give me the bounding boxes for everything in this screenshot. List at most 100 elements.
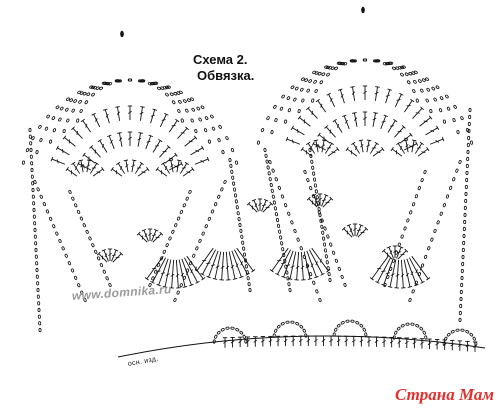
chain-stitch <box>30 174 34 179</box>
stitch-slash <box>311 200 314 205</box>
chain-stitch <box>465 163 469 169</box>
double-crochet <box>353 112 358 127</box>
stitch-top-bar <box>153 228 159 232</box>
stitch-slash <box>215 265 220 268</box>
stitch-slash <box>156 270 161 272</box>
chain-stitch <box>230 169 234 174</box>
chain-stitch <box>326 266 330 271</box>
chain-stitch <box>195 246 199 251</box>
chain-stitch <box>210 209 215 214</box>
stitch-slash <box>194 266 197 271</box>
stitch-slash <box>374 91 379 95</box>
stitch-top-bar <box>91 112 96 116</box>
chain-stitch <box>49 139 53 144</box>
double-crochet <box>300 251 304 280</box>
chain-stitch <box>323 248 327 253</box>
stitch-slash <box>185 271 189 276</box>
chain-stitch <box>310 159 314 164</box>
chain-stitch <box>411 71 416 75</box>
chain-stitch <box>185 108 189 113</box>
double-crochet <box>380 115 387 130</box>
stitch-slash <box>397 340 402 344</box>
stitch-top-bar <box>323 193 329 197</box>
stitch-top-bar <box>245 272 250 276</box>
double-crochet <box>343 115 350 130</box>
double-crochet <box>104 109 110 124</box>
chain-stitch <box>431 86 436 91</box>
chain-stitch <box>382 62 387 66</box>
stitch-top-bar <box>195 280 200 284</box>
double-crochet <box>72 163 81 174</box>
stitch-slash <box>110 139 113 144</box>
stitch-top-bar <box>350 86 355 88</box>
stitch-top-bar <box>97 139 102 143</box>
chain-stitch <box>293 228 297 234</box>
chain-stitch <box>311 98 315 103</box>
chain-stitch <box>463 219 467 225</box>
chain-stitch <box>324 254 328 259</box>
stitch-top-bar <box>55 145 59 150</box>
chain-stitch <box>396 326 401 331</box>
chain-stitch <box>392 335 396 340</box>
double-crochet <box>321 140 325 153</box>
stitch-slash <box>95 117 98 122</box>
chain-stitch <box>314 89 318 94</box>
double-crochet <box>214 251 222 280</box>
chain-stitch <box>96 256 101 261</box>
stitch-top-bar <box>189 283 194 287</box>
double-crochet <box>262 203 272 213</box>
chain-stitch <box>281 94 285 99</box>
chain-stitch <box>409 210 413 215</box>
chain-stitch <box>64 253 68 258</box>
chain-stitch <box>326 234 330 239</box>
chain-stitch <box>78 99 82 104</box>
chain-stitch <box>406 218 410 223</box>
stitch-slash <box>320 103 323 108</box>
stitch-top-bar <box>307 278 313 280</box>
double-crochet <box>233 249 248 275</box>
chain-stitch <box>453 104 457 109</box>
chain-stitch <box>460 275 464 281</box>
stitch-top-bar <box>174 152 178 157</box>
double-crochet <box>194 158 209 165</box>
chain-stitch <box>309 153 313 158</box>
stitch-top-bar <box>426 147 430 152</box>
chain-stitch <box>59 106 64 111</box>
chain-stitch <box>463 205 467 211</box>
stitch-slash <box>385 272 390 275</box>
stitch-slash <box>253 339 258 343</box>
chain-stitch <box>271 168 275 173</box>
double-crochet <box>168 120 178 133</box>
stitch-slash <box>141 171 146 174</box>
stitch-slash <box>473 344 477 348</box>
double-crochet <box>182 168 194 177</box>
stitch-slash <box>421 151 426 154</box>
stitch-top-bar <box>320 272 325 276</box>
stitch-top-bar <box>315 98 320 103</box>
chain-stitch <box>231 175 235 180</box>
double-crochet <box>289 251 297 280</box>
stitch-slash <box>423 120 428 123</box>
double-crochet <box>159 114 167 128</box>
stitch-top-bar <box>374 141 379 145</box>
chain-stitch <box>168 236 172 241</box>
double-crochet <box>396 247 402 259</box>
chain-stitch <box>52 128 57 133</box>
chain-stitch <box>77 283 81 288</box>
stitch-slash <box>155 236 160 239</box>
stitch-slash <box>240 261 243 266</box>
double-crochet <box>327 148 339 157</box>
chain-stitch <box>420 88 424 93</box>
chain-stitch <box>99 86 104 91</box>
stitch-top-bar <box>200 272 205 276</box>
stitch-slash <box>419 266 422 271</box>
double-crochet <box>317 100 327 113</box>
chain-stitch <box>176 91 181 95</box>
stitch-slash <box>144 233 148 238</box>
chain-stitch <box>79 216 84 221</box>
stitch-slash <box>265 206 270 209</box>
chain-stitch <box>36 287 40 293</box>
double-crochet <box>315 140 319 153</box>
chain-stitch <box>190 118 194 123</box>
double-crochet <box>117 106 121 121</box>
